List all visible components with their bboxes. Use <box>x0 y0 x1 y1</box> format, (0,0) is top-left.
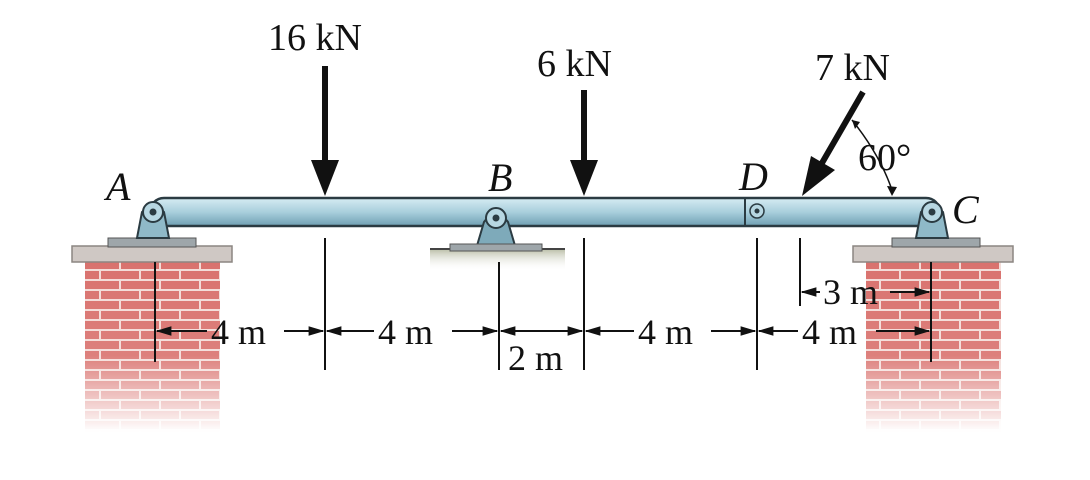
load-arrow-7kn <box>802 90 866 196</box>
left-brick-pier <box>71 237 233 432</box>
beam <box>148 196 942 228</box>
angle-label: 60° <box>858 137 911 179</box>
dimension-lines <box>155 287 931 336</box>
extension-lines <box>154 238 932 370</box>
dim-a-to-16kn: 4 m <box>211 312 266 352</box>
pin-support-a <box>135 201 171 239</box>
load-label-6kn: 6 kN <box>537 43 612 85</box>
point-label-a: A <box>103 164 131 209</box>
dim-6kn-to-d: 4 m <box>638 312 693 352</box>
point-label-c: C <box>952 187 980 232</box>
ground-support-b <box>430 248 565 271</box>
pin-support-c <box>914 201 950 239</box>
dim-b-to-6kn: 2 m <box>508 338 563 378</box>
load-label-7kn: 7 kN <box>815 47 890 89</box>
dim-16kn-to-b: 4 m <box>378 312 433 352</box>
point-label-d: D <box>738 154 768 199</box>
dim-d-to-c: 4 m <box>802 312 857 352</box>
load-arrow-6kn <box>570 90 598 196</box>
dim-to-7kn: 3 m <box>823 272 878 312</box>
load-arrow-16kn <box>311 66 339 196</box>
pin-support-b <box>449 207 543 252</box>
point-label-b: B <box>488 155 512 200</box>
right-brick-pier <box>852 237 1014 432</box>
load-label-16kn: 16 kN <box>268 17 362 59</box>
hinge-d <box>749 203 765 219</box>
angle-indicator <box>851 119 897 196</box>
